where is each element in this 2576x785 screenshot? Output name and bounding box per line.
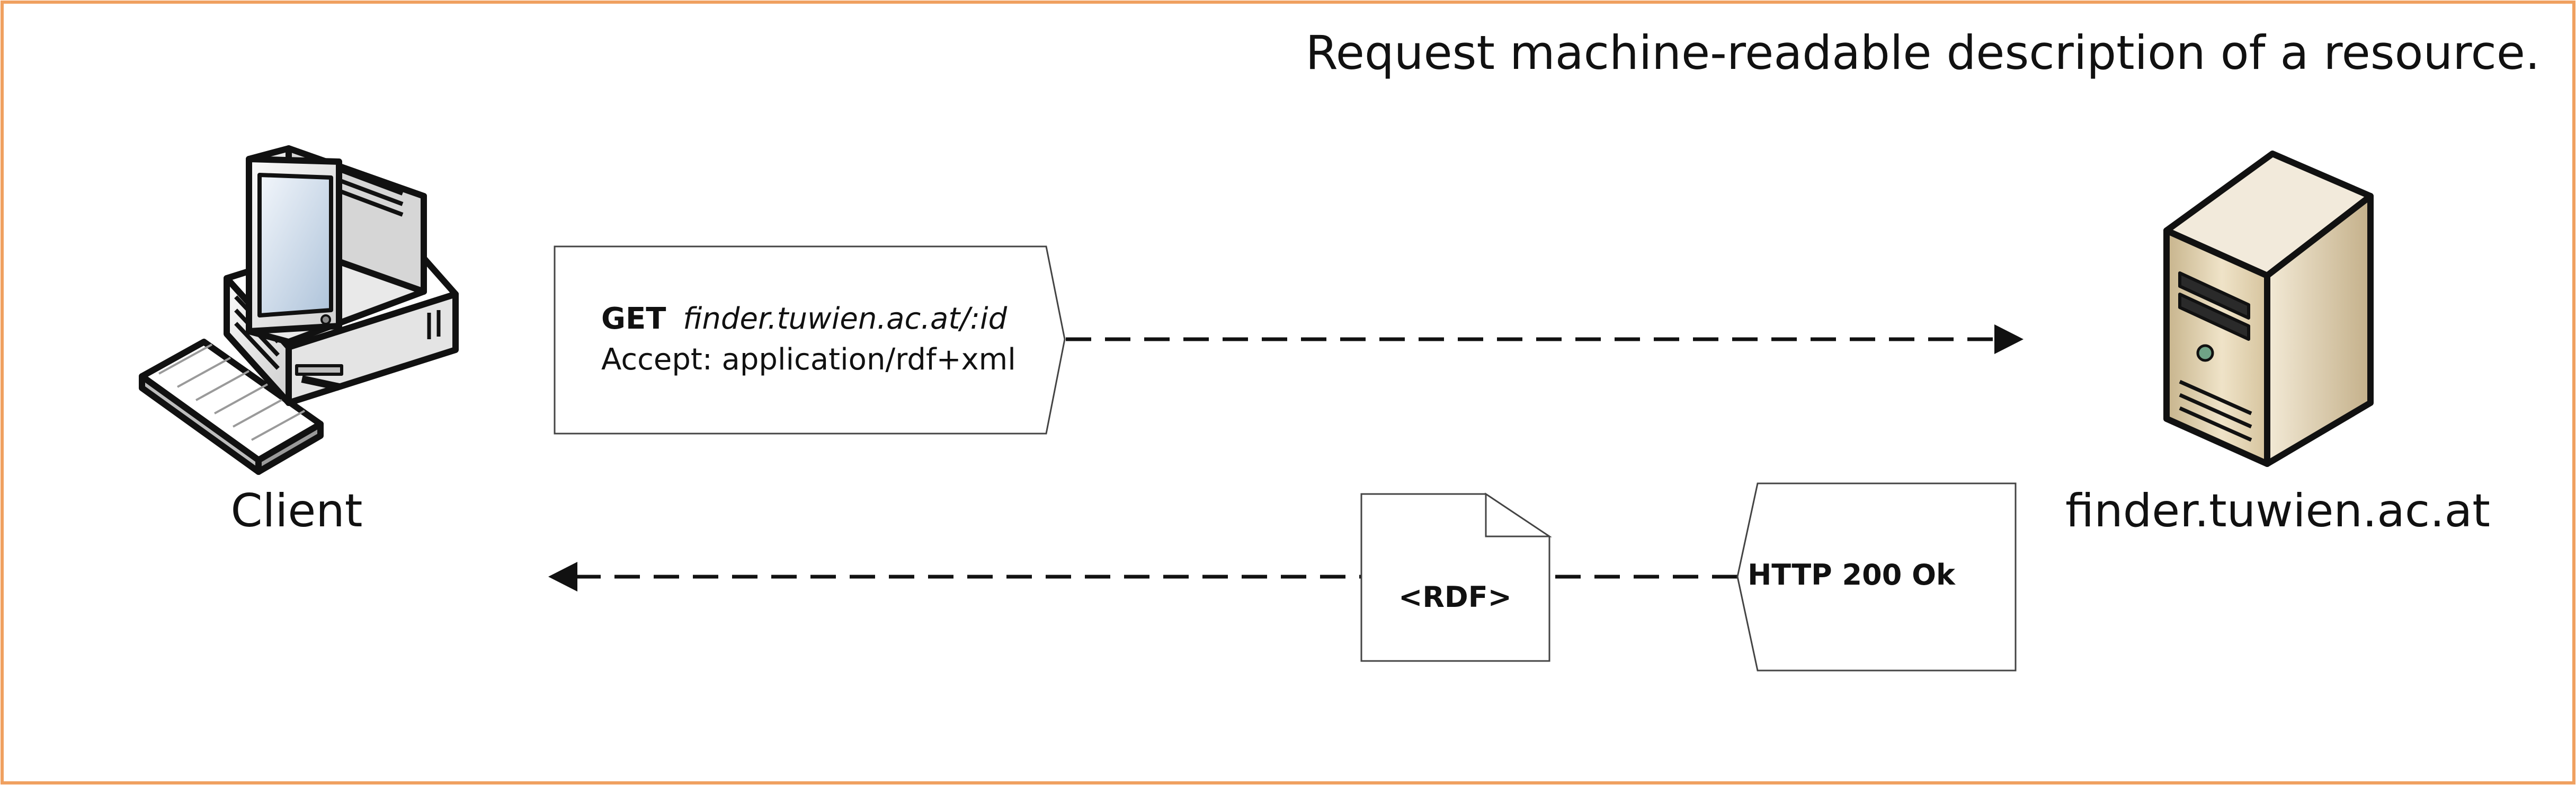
client-label: Client [231,484,363,537]
request-arrowhead [1994,324,2024,354]
request-url: finder.tuwien.ac.at/:id [683,302,1007,336]
rdf-document-icon [1360,492,1552,662]
response-status-box [1736,482,2017,672]
server-label: finder.tuwien.ac.at [2065,484,2490,537]
request-method: GET [601,302,666,336]
response-arrowhead [548,562,577,592]
response-status-label: HTTP 200 Ok [1748,558,1956,592]
request-message-box [554,245,1066,435]
desktop-computer-icon [139,145,459,475]
request-accept-header: Accept: application/rdf+xml [601,342,1016,377]
diagram-title: Request machine-readable description of … [1306,25,2540,80]
request-line: GET finder.tuwien.ac.at/:id [601,302,1008,336]
server-tower-icon [2163,151,2374,467]
rdf-document-label: <RDF> [1398,580,1512,614]
